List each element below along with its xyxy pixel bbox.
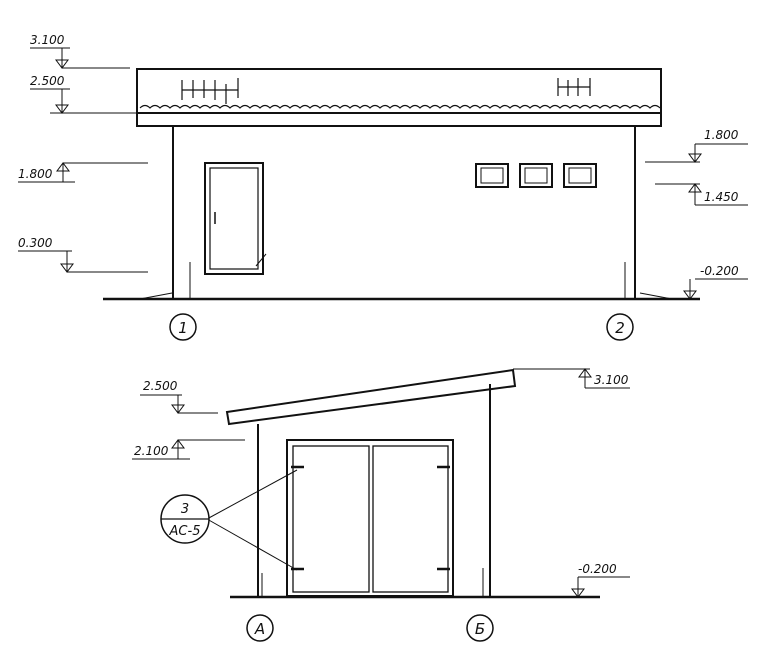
level-mark-front-right-2: 1.450 <box>655 183 748 206</box>
front-window-1 <box>475 163 509 188</box>
level-mark-front-right-3: -0.200 <box>683 264 748 300</box>
detail-callout: 3 АС-5 <box>160 469 298 571</box>
level-mark-text: 2.500 <box>30 74 65 88</box>
level-mark-side-left-2: 2.100 <box>132 439 245 460</box>
axis-marker-front-2: 2 <box>606 313 634 341</box>
axis-marker-front-1: 1 <box>169 313 197 341</box>
side-gate-leaf-left <box>292 445 370 593</box>
level-mark-text: -0.200 <box>700 264 739 278</box>
front-ground-blind-area <box>139 292 673 300</box>
side-elevation: 3 АС-5 2.500 2.100 3.100 <box>132 368 630 642</box>
axis-marker-label: Б <box>475 620 485 638</box>
level-mark-text: 0.300 <box>18 236 53 250</box>
front-roof-hatch-left <box>181 78 239 104</box>
level-mark-front-left-4: 0.300 <box>18 236 148 273</box>
level-mark-text: 1.450 <box>704 190 739 204</box>
level-mark-front-left-3: 1.800 <box>18 162 148 183</box>
level-mark-text: 1.800 <box>18 167 53 181</box>
front-roof-hatch-right <box>557 78 591 96</box>
level-mark-text: 2.100 <box>134 444 169 458</box>
level-mark-side-left-1: 2.500 <box>140 379 218 414</box>
front-elevation: 3.100 2.500 1.800 0.300 <box>18 33 748 341</box>
level-mark-text: -0.200 <box>578 562 617 576</box>
front-roof-eave <box>136 112 662 127</box>
side-gate-frame <box>286 439 454 597</box>
level-mark-text: 3.100 <box>594 373 629 387</box>
level-mark-front-right-1: 1.800 <box>645 128 748 163</box>
axis-marker-side-A: А <box>246 614 274 642</box>
callout-number: 3 <box>181 502 189 517</box>
callout-reference: АС-5 <box>169 524 201 539</box>
level-mark-side-right-1: 3.100 <box>513 368 630 389</box>
front-door-leaf <box>209 167 259 270</box>
front-window-3 <box>563 163 597 188</box>
axis-marker-label: 2 <box>615 319 625 337</box>
level-mark-text: 1.800 <box>704 128 739 142</box>
level-mark-side-right-2: -0.200 <box>571 562 630 598</box>
side-sloped-roof <box>225 368 517 426</box>
callout-leader <box>206 469 298 520</box>
front-roof-tile-wave <box>139 104 661 109</box>
front-door-hinge-mark <box>255 253 267 267</box>
level-mark-front-left-2: 2.500 <box>30 74 137 114</box>
level-mark-text: 2.500 <box>143 379 178 393</box>
level-mark-front-left-1: 3.100 <box>30 33 130 69</box>
axis-marker-label: 1 <box>178 319 188 337</box>
level-mark-text: 3.100 <box>30 33 65 47</box>
side-gate-leaf-right <box>372 445 449 593</box>
axis-marker-label: А <box>254 620 265 638</box>
front-window-2 <box>519 163 553 188</box>
front-door-frame <box>204 162 264 275</box>
side-gate-hinges <box>291 465 450 571</box>
axis-marker-side-B: Б <box>466 614 494 642</box>
callout-leader <box>206 518 298 571</box>
